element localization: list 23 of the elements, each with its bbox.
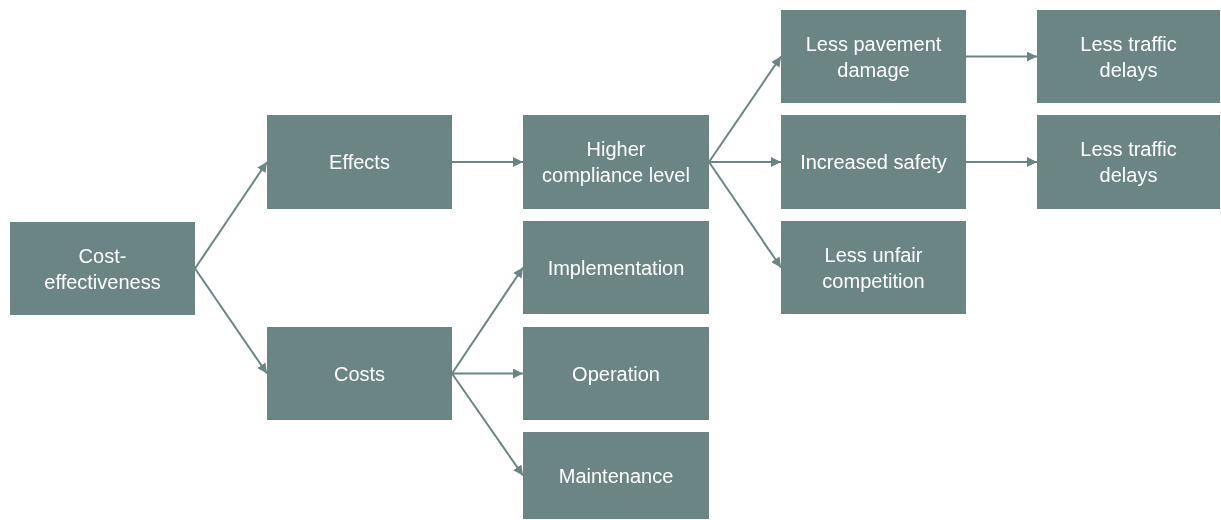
arrow: [708, 55, 782, 163]
arrow: [194, 267, 268, 375]
process-box: Implementation: [523, 221, 709, 314]
arrow: [708, 161, 782, 269]
process-box: Maintenance: [523, 432, 709, 519]
process-box: Higher compliance level: [523, 115, 709, 209]
arrow: [451, 157, 524, 167]
arrow: [194, 161, 268, 270]
arrow: [965, 157, 1038, 167]
process-box: Costs: [267, 327, 452, 420]
process-box: Effects: [267, 115, 452, 209]
arrow: [451, 372, 524, 477]
process-box: Operation: [523, 327, 709, 420]
process-box: Less traffic delays: [1037, 115, 1220, 209]
arrow: [708, 157, 782, 167]
process-box: Less unfair competition: [781, 221, 966, 314]
process-box: Less traffic delays: [1037, 10, 1220, 103]
process-box: Cost-effectiveness: [10, 222, 195, 315]
arrow: [451, 368, 524, 379]
arrow: [965, 51, 1038, 62]
process-box: Increased safety: [781, 115, 966, 209]
arrow: [451, 266, 524, 375]
process-box: Less pavement damage: [781, 10, 966, 103]
